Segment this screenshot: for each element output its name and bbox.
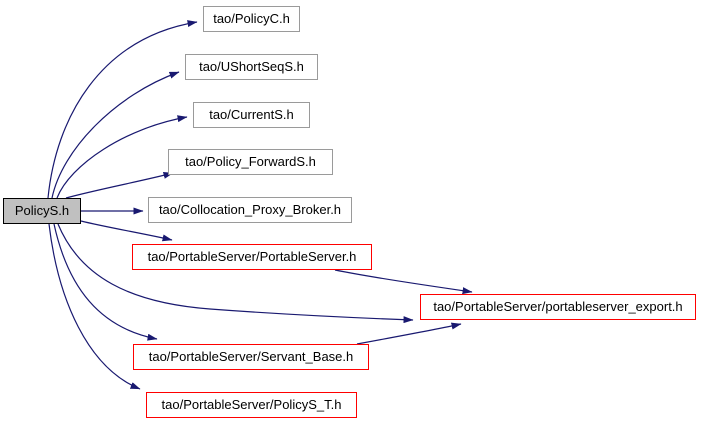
edge-portableserver-to-export <box>334 269 473 295</box>
node-tao-policy-forwards-h[interactable]: tao/Policy_ForwardS.h <box>168 149 333 175</box>
node-tao-collocation-proxy-broker-h[interactable]: tao/Collocation_Proxy_Broker.h <box>148 197 352 223</box>
node-tao-currents-h[interactable]: tao/CurrentS.h <box>193 102 310 128</box>
node-policys-h: PolicyS.h <box>3 198 81 224</box>
node-tao-portableserver-portableserver-export-h[interactable]: tao/PortableServer/portableserver_export… <box>420 294 696 320</box>
edge-policys-to-policy-forwards <box>65 171 174 199</box>
edge-policys-to-policys-t <box>48 223 141 390</box>
node-tao-portableserver-portableserver-h[interactable]: tao/PortableServer/PortableServer.h <box>132 244 372 270</box>
node-tao-portableserver-servant-base-h[interactable]: tao/PortableServer/Servant_Base.h <box>133 344 369 370</box>
node-tao-policyc-h[interactable]: tao/PolicyC.h <box>203 6 300 32</box>
edge-policys-to-portableserver <box>80 220 173 242</box>
node-tao-ushortseqs-h[interactable]: tao/UShortSeqS.h <box>185 54 318 80</box>
edge-policys-to-ushortseqs <box>51 71 180 199</box>
node-tao-portableserver-policys-t-h[interactable]: tao/PortableServer/PolicyS_T.h <box>146 392 357 418</box>
edge-servant-base-to-export <box>356 322 462 345</box>
edge-policys-to-export <box>57 223 414 324</box>
edge-policys-to-servant-base <box>53 223 158 341</box>
